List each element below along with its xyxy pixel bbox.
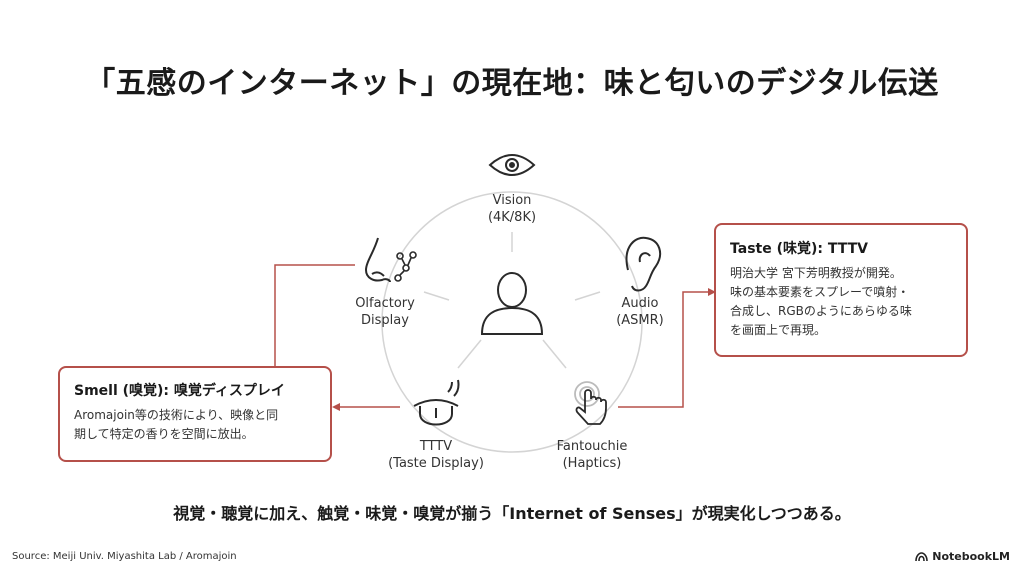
smell-box-body: Aromajoin等の技術により、映像と同 期して特定の香りを空間に放出。 (74, 406, 316, 444)
taste-box-line: 合成し、RGBのようにあらゆる味 (730, 304, 912, 318)
smell-connector (274, 264, 355, 366)
nose-icon (364, 237, 391, 283)
senses-ring (381, 191, 643, 453)
olfactory-label: Olfactory Display (345, 295, 425, 329)
person-icon (480, 272, 544, 335)
olfactory-subtitle: Display (361, 313, 409, 328)
molecule-icon (394, 251, 417, 282)
taste-box-body: 明治大学 宮下芳明教授が開発。 味の基本要素をスプレーで噴射・ 合成し、RGBの… (730, 264, 952, 340)
taste-box-line: 味の基本要素をスプレーで噴射・ (730, 285, 910, 299)
brand-label: NotebookLM (932, 550, 1010, 563)
brand: NotebookLM (915, 550, 1010, 563)
audio-label: Audio (ASMR) (600, 295, 680, 329)
tttv-subtitle: (Taste Display) (388, 456, 484, 471)
fantouchie-label: Fantouchie (Haptics) (542, 438, 642, 472)
touch-hand-icon (574, 381, 607, 425)
taste-box-line: 明治大学 宮下芳明教授が開発。 (730, 266, 902, 280)
notebooklm-logo-icon (915, 551, 929, 561)
taste-box: Taste (味覚): TTTV 明治大学 宮下芳明教授が開発。 味の基本要素を… (714, 223, 968, 357)
tttv-label: TTTV (Taste Display) (376, 438, 496, 472)
smell-box-line: Aromajoin等の技術により、映像と同 (74, 408, 279, 422)
vision-label: Vision (4K/8K) (472, 192, 552, 226)
smell-box-line: 期して特定の香りを空間に放出。 (74, 427, 254, 441)
smell-box-title: Smell (嗅覚): 嗅覚ディスプレイ (74, 383, 285, 399)
taste-connector (618, 291, 712, 408)
source-note: Source: Meiji Univ. Miyashita Lab / Arom… (12, 551, 237, 562)
page-title: 「五感のインターネット」の現在地：味と匂いのデジタル伝送 (85, 66, 939, 101)
ear-icon (625, 236, 662, 292)
tttv-title: TTTV (419, 439, 453, 454)
olfactory-title: Olfactory (355, 296, 415, 311)
smell-box: Smell (嗅覚): 嗅覚ディスプレイ Aromajoin等の技術により、映像… (58, 366, 332, 462)
audio-title: Audio (621, 296, 659, 311)
summary-text: 視覚・聴覚に加え、触覚・味覚・嗅覚が揃う「Internet of Senses」… (173, 504, 851, 523)
vision-subtitle: (4K/8K) (487, 210, 537, 225)
fantouchie-title: Fantouchie (556, 439, 628, 454)
tongue-icon (413, 379, 460, 426)
taste-box-title: Taste (味覚): TTTV (730, 241, 868, 257)
vision-title: Vision (492, 193, 532, 208)
fantouchie-subtitle: (Haptics) (562, 456, 622, 471)
spokes (423, 232, 601, 369)
audio-subtitle: (ASMR) (616, 313, 664, 328)
taste-box-line: を画面上で再現。 (730, 323, 827, 337)
eye-icon (488, 154, 536, 176)
